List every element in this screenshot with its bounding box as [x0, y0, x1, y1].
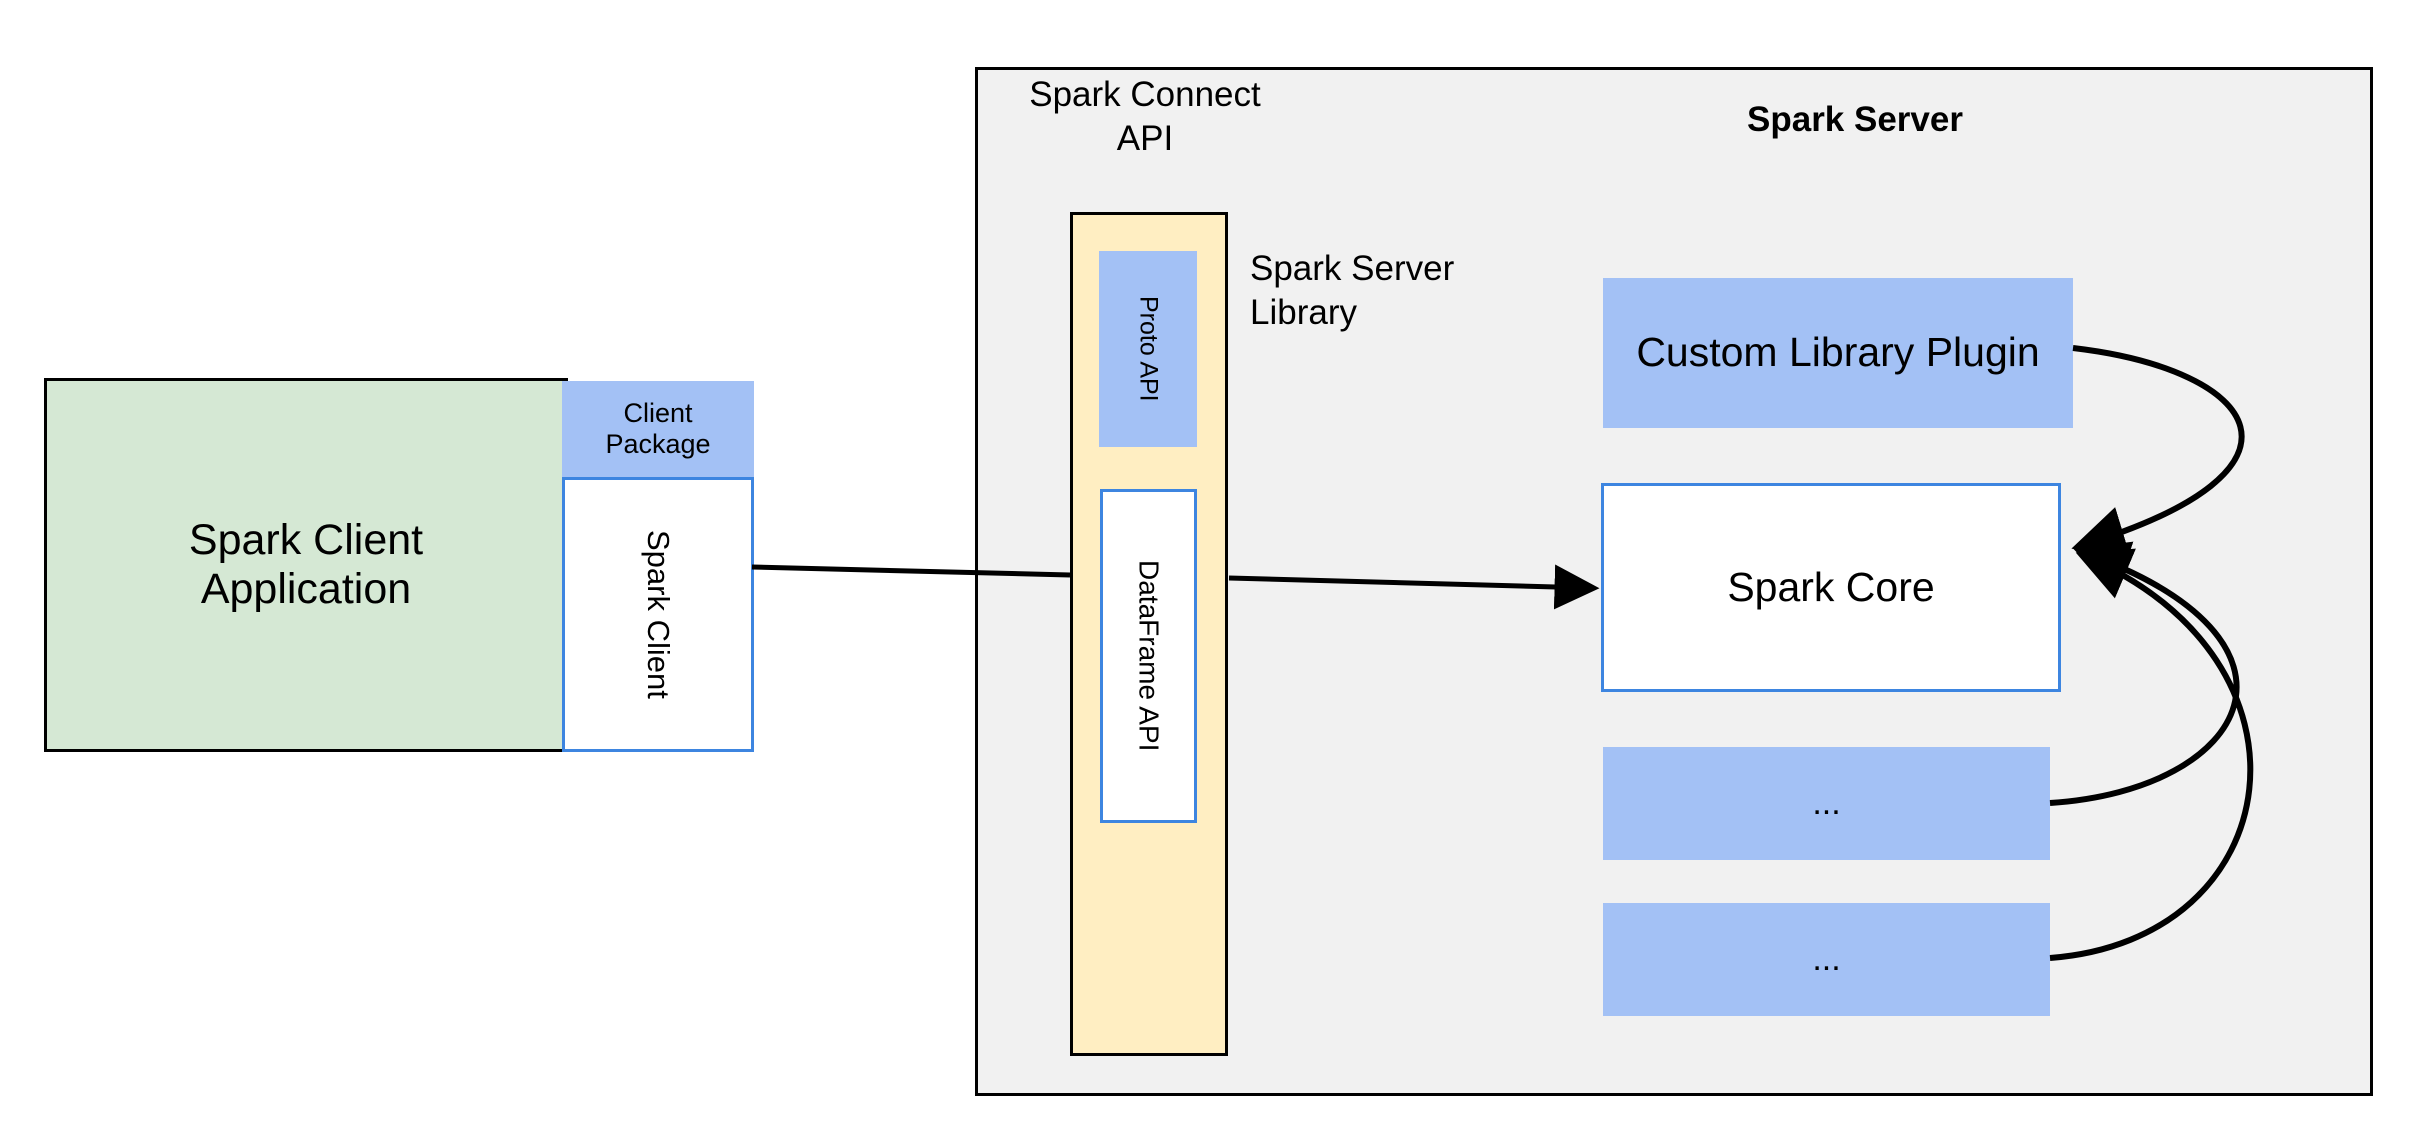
spark-core-box[interactable]: Spark Core — [1601, 483, 2061, 692]
client-package-box[interactable]: Client Package — [562, 381, 754, 477]
custom-library-plugin-box[interactable]: Custom Library Plugin — [1603, 278, 2073, 428]
ellipsis-box-1-label: ... — [1812, 783, 1841, 822]
spark-connect-api-label: Spark Connect API — [1029, 75, 1261, 158]
ellipsis-box-2-label: ... — [1812, 939, 1841, 978]
dataframe-api-label: DataFrame API — [1133, 560, 1165, 752]
spark-client-box[interactable]: Spark Client — [562, 477, 754, 752]
spark-client-application-label: Spark Client Application — [188, 515, 424, 613]
spark-client-label: Spark Client — [640, 530, 676, 699]
ellipsis-box-2[interactable]: ... — [1603, 903, 2050, 1016]
spark-core-label: Spark Core — [1727, 563, 1935, 610]
dataframe-api-box[interactable]: DataFrame API — [1100, 489, 1197, 823]
custom-library-plugin-label: Custom Library Plugin — [1636, 329, 2040, 376]
proto-api-label: Proto API — [1134, 296, 1163, 402]
spark-server-library-label: Spark Server Library — [1250, 249, 1455, 332]
spark-client-application-box[interactable]: Spark Client Application — [44, 378, 568, 752]
spark-server-title: Spark Server — [1747, 100, 1963, 139]
proto-api-box[interactable]: Proto API — [1099, 251, 1197, 447]
client-package-label: Client Package — [605, 397, 711, 459]
ellipsis-box-1[interactable]: ... — [1603, 747, 2050, 860]
